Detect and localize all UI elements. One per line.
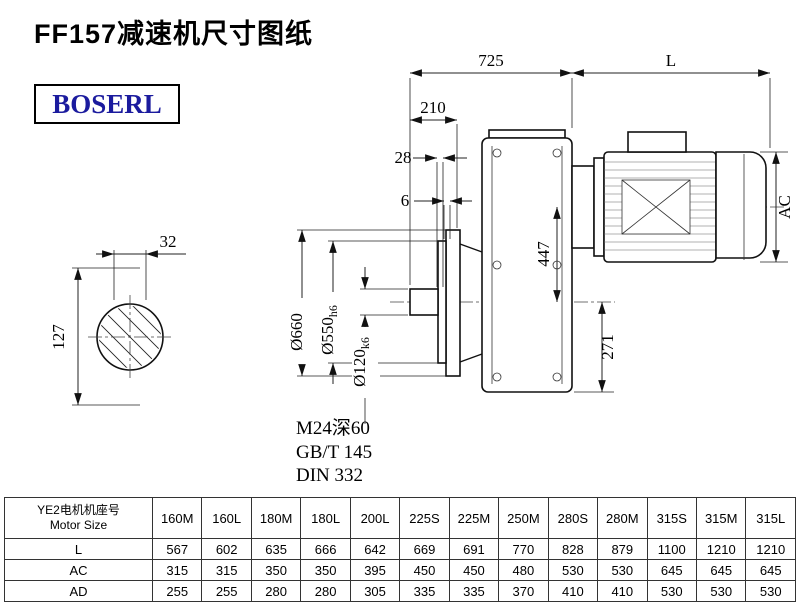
dimension-value: 567 <box>151 538 203 560</box>
dimension-value: 280 <box>250 580 302 602</box>
dimension-value: 280 <box>300 580 351 602</box>
column-header: 315L <box>745 497 796 539</box>
dimension-value: 530 <box>695 580 747 602</box>
dimension-value: 395 <box>349 559 401 581</box>
dimension-value: 530 <box>646 580 697 602</box>
motor-adapter-flange <box>571 165 595 249</box>
terminal-box <box>627 131 687 153</box>
motor <box>571 131 767 263</box>
column-header: 160M <box>151 497 203 539</box>
dimension-value: 450 <box>448 559 500 581</box>
dimension-value: 370 <box>498 580 549 602</box>
dim-32: 32 <box>160 232 177 251</box>
column-header: 280M <box>597 497 648 539</box>
column-header: 200L <box>349 497 401 539</box>
dim-210: 210 <box>420 98 446 117</box>
dim-6: 6 <box>401 191 410 210</box>
diameter-dimensions: Ø660 Ø550h6 Ø120k6 <box>287 229 446 424</box>
dimension-value: 335 <box>399 580 450 602</box>
dim-28: 28 <box>395 148 412 167</box>
note-din-standard: DIN 332 <box>296 465 363 486</box>
dimension-value: 645 <box>745 559 796 581</box>
gearbox-housing <box>481 129 573 393</box>
note-gbt-standard: GB/T 145 <box>296 442 372 463</box>
dim-127: 127 <box>49 324 68 350</box>
column-header: 225S <box>399 497 450 539</box>
column-header: 180L <box>300 497 351 539</box>
dim-L: L <box>666 51 676 70</box>
column-header: 280S <box>547 497 599 539</box>
row-label: L <box>4 538 153 560</box>
dimension-value: 530 <box>745 580 796 602</box>
dimension-value: 305 <box>349 580 401 602</box>
output-flange <box>437 229 483 377</box>
dim-dia-660: Ø660 <box>287 313 306 351</box>
dimension-value: 480 <box>498 559 549 581</box>
column-header: 180M <box>250 497 302 539</box>
dimension-value: 1210 <box>695 538 747 560</box>
dimension-value: 315 <box>151 559 203 581</box>
dimension-value: 530 <box>547 559 599 581</box>
dimension-value: 691 <box>448 538 500 560</box>
dimension-value: 1210 <box>745 538 796 560</box>
dimension-value: 315 <box>201 559 252 581</box>
main-view: 725 L 210 28 6 447 271 <box>287 51 794 486</box>
brand-logo: BOSERL <box>34 84 180 124</box>
dim-dia-550: Ø550h6 <box>318 305 340 355</box>
dimension-value: 350 <box>250 559 302 581</box>
dimension-value: 602 <box>201 538 252 560</box>
dimension-value: 879 <box>597 538 648 560</box>
dimension-value: 635 <box>250 538 302 560</box>
dimension-value: 669 <box>399 538 450 560</box>
section-hatch <box>99 306 161 368</box>
dimension-value: 666 <box>300 538 351 560</box>
dimension-value: 530 <box>597 559 648 581</box>
column-header: 250M <box>498 497 549 539</box>
column-header: 315M <box>695 497 747 539</box>
dimension-value: 828 <box>547 538 599 560</box>
dimension-value: 350 <box>300 559 351 581</box>
shaft-end-notes: M24深60 GB/T 145 DIN 332 <box>296 417 372 486</box>
dimension-value: 410 <box>597 580 648 602</box>
dimension-value: 255 <box>151 580 203 602</box>
row-label: AD <box>4 580 153 602</box>
column-header: 315S <box>646 497 697 539</box>
note-thread: M24深60 <box>296 417 370 439</box>
page-title: FF157减速机尺寸图纸 <box>34 19 314 49</box>
dimension-value: 410 <box>547 580 599 602</box>
row-label: AC <box>4 559 153 581</box>
dim-AC: AC <box>775 195 794 219</box>
dimension-value: 335 <box>448 580 500 602</box>
dim-725: 725 <box>478 51 504 70</box>
dimension-value: 642 <box>349 538 401 560</box>
dimension-value: 255 <box>201 580 252 602</box>
technical-drawing: 32 127 <box>49 51 794 486</box>
column-header: 225M <box>448 497 500 539</box>
dim-dia-120: Ø120k6 <box>350 337 372 387</box>
dimension-value: 645 <box>695 559 747 581</box>
fan-cowl <box>715 151 767 259</box>
shaft-end-view: 32 127 <box>49 232 186 406</box>
dimension-value: 1100 <box>646 538 697 560</box>
dim-271: 271 <box>598 334 617 360</box>
brand-logo-text: BOSERL <box>52 88 162 119</box>
column-header: 160L <box>201 497 252 539</box>
dimension-value: 770 <box>498 538 549 560</box>
dimension-value: 645 <box>646 559 697 581</box>
dimension-value: 450 <box>399 559 450 581</box>
dim-447: 447 <box>534 241 553 267</box>
output-shaft <box>409 288 439 316</box>
